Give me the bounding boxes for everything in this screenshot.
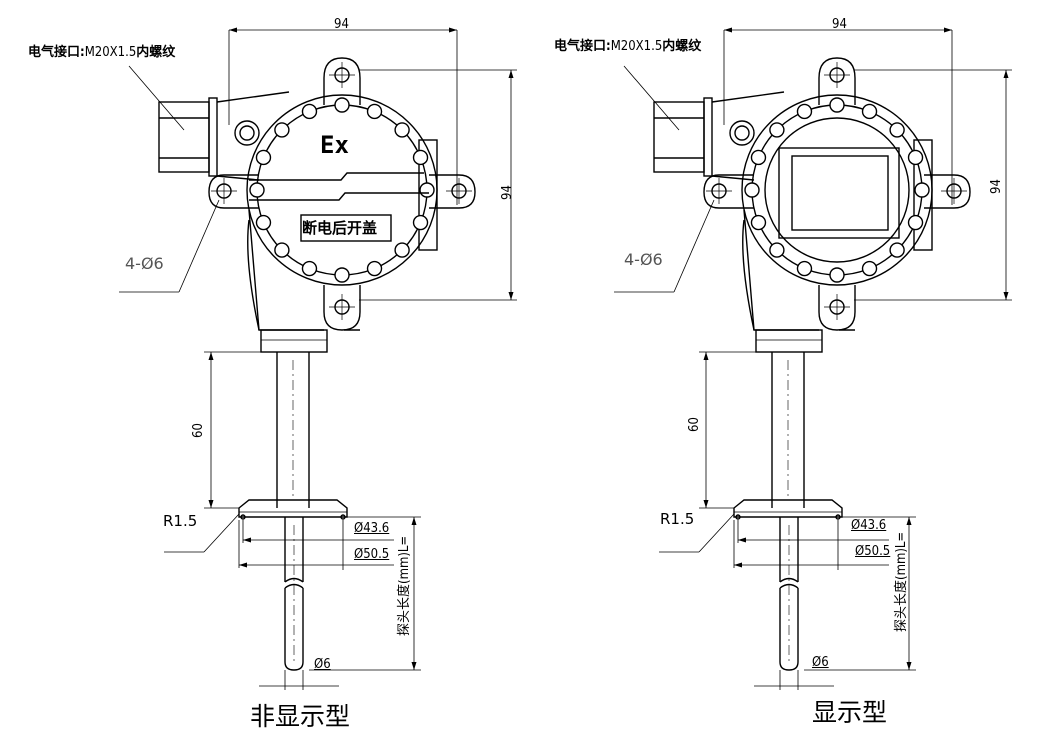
housing-bolt bbox=[255, 214, 272, 231]
right-radius-label: R1.5 bbox=[660, 510, 695, 528]
left-dim-right-height: 94 bbox=[500, 185, 515, 200]
housing-bolt bbox=[366, 103, 383, 120]
housing-bolt bbox=[907, 214, 924, 231]
left-electrical-label: 电气接口:M20X1.5内螺纹 bbox=[28, 46, 175, 59]
housing-bolt bbox=[829, 267, 845, 283]
right-dim-right-height: 94 bbox=[989, 179, 1004, 194]
left-ex-mark: Ex bbox=[320, 131, 349, 159]
housing-bolt bbox=[301, 260, 318, 277]
right-dim-stem: 60 bbox=[687, 417, 702, 432]
housing-bolt bbox=[301, 103, 318, 120]
housing-bolt bbox=[829, 97, 845, 113]
left-electrical-label-text: 电气接口: bbox=[28, 45, 85, 60]
left-dim-probe-dia: Ø6 bbox=[314, 657, 331, 672]
right-electrical-suffix: 内螺纹 bbox=[662, 39, 702, 54]
housing-bolt bbox=[889, 122, 905, 138]
housing-bolt bbox=[796, 103, 813, 120]
left-warning-text: 断电后开盖 bbox=[302, 219, 378, 237]
housing-bolt bbox=[914, 182, 930, 198]
right-transmitter bbox=[613, 26, 1013, 691]
right-dim-43: Ø43.6 bbox=[851, 518, 887, 533]
housing-bolt bbox=[334, 267, 350, 283]
housing-bolt bbox=[274, 242, 290, 258]
left-dim-top-width: 94 bbox=[334, 17, 349, 32]
left-electrical-suffix: 内螺纹 bbox=[136, 45, 176, 60]
housing-bolt bbox=[255, 149, 272, 166]
right-caption: 显示型 bbox=[812, 698, 888, 727]
left-dim-stem: 60 bbox=[191, 423, 206, 438]
housing-bolt bbox=[412, 214, 429, 231]
housing-bolt bbox=[249, 182, 265, 198]
housing-bolt bbox=[889, 242, 905, 258]
left-caption: 非显示型 bbox=[250, 702, 351, 731]
left-probe-length: 探头长度(mm)L= bbox=[397, 535, 412, 636]
housing-bolt bbox=[419, 182, 435, 198]
housing-bolt bbox=[744, 182, 760, 198]
housing-bolt bbox=[334, 97, 350, 113]
housing-bolt bbox=[412, 149, 429, 166]
housing-bolt bbox=[769, 122, 785, 138]
right-dim-50: Ø50.5 bbox=[855, 544, 891, 559]
right-probe-length: 探头长度(mm)L= bbox=[894, 531, 909, 632]
right-dim-probe-dia: Ø6 bbox=[812, 655, 829, 670]
left-dim-43: Ø43.6 bbox=[354, 521, 390, 536]
left-dim-50: Ø50.5 bbox=[354, 547, 390, 562]
left-transmitter bbox=[118, 26, 518, 691]
housing-bolt bbox=[861, 260, 878, 277]
housing-bolt bbox=[366, 260, 383, 277]
housing-bolt bbox=[750, 149, 767, 166]
left-electrical-spec: M20X1.5 bbox=[84, 45, 137, 60]
left-radius-label: R1.5 bbox=[163, 512, 198, 530]
housing-bolt bbox=[750, 214, 767, 231]
housing-bolt bbox=[861, 103, 878, 120]
right-holes-label: 4-Ø6 bbox=[624, 250, 663, 269]
housing-bolt bbox=[796, 260, 813, 277]
housing-bolt bbox=[394, 122, 410, 138]
left-holes-label: 4-Ø6 bbox=[125, 254, 164, 273]
right-dim-top-width: 94 bbox=[832, 17, 847, 32]
right-electrical-spec: M20X1.5 bbox=[610, 39, 663, 54]
housing-bolt bbox=[907, 149, 924, 166]
housing-bolt bbox=[274, 122, 290, 138]
right-electrical-label-text: 电气接口: bbox=[554, 39, 611, 54]
housing-bolt bbox=[394, 242, 410, 258]
housing-bolt bbox=[769, 242, 785, 258]
right-electrical-label: 电气接口:M20X1.5内螺纹 bbox=[554, 40, 701, 53]
